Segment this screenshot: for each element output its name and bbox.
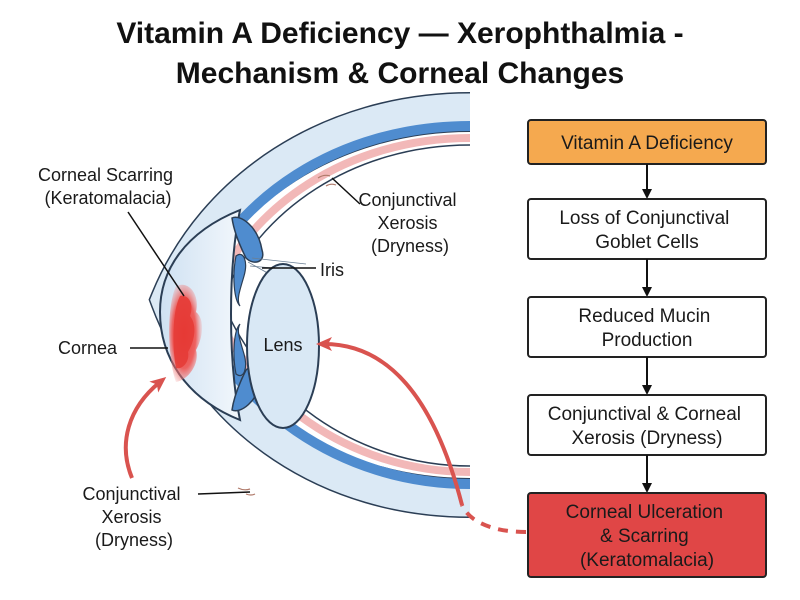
leader-corneal-scarring <box>127 211 185 297</box>
flow-step-5: Corneal Ulceration & Scarring (Keratomal… <box>527 492 767 578</box>
leader-conjunctival-xerosis-top <box>331 177 361 205</box>
label-conjunctival-xerosis-bottom: Conjunctival Xerosis (Dryness) <box>82 484 185 550</box>
ciliary-body-upper <box>233 253 247 307</box>
flow-step-4: Conjunctival & Corneal Xerosis (Dryness) <box>527 394 767 456</box>
flow-step-5-label: Corneal Ulceration & Scarring (Keratomal… <box>566 502 729 571</box>
flow-step-3-label: Reduced Mucin Production <box>578 306 715 351</box>
label-lens: Lens <box>263 335 302 355</box>
flow-step-5-box <box>527 492 767 578</box>
label-cornea: Cornea <box>58 338 118 358</box>
red-arrow-to-cornea <box>123 376 167 479</box>
ciliary-body-lower <box>233 323 247 377</box>
flow-step-4-label: Conjunctival & Corneal Xerosis (Dryness) <box>548 404 747 449</box>
flow-step-1: Vitamin A Deficiency <box>527 119 767 165</box>
flow-step-2: Loss of Conjunctival Goblet Cells <box>527 198 767 260</box>
label-conjunctival-xerosis-top: Conjunctival Xerosis (Dryness) <box>358 190 461 256</box>
leader-conjunctival-xerosis-bottom <box>197 491 251 495</box>
title-line-2: Mechanism & Corneal Changes <box>175 57 625 90</box>
flow-step-3: Reduced Mucin Production <box>527 296 767 358</box>
red-arrow-to-lens <box>316 337 464 506</box>
red-arrow-to-lens-dashed <box>460 504 527 534</box>
flow-step-2-label: Loss of Conjunctival Goblet Cells <box>559 208 734 253</box>
xerosis-marks <box>237 174 337 496</box>
title-line-1: Vitamin A Deficiency — Xerophthalmia - <box>116 17 684 50</box>
label-corneal-scarring: Corneal Scarring (Keratomalacia) <box>38 165 178 208</box>
label-iris: Iris <box>320 260 344 280</box>
flow-step-1-label: Vitamin A Deficiency <box>561 133 733 154</box>
eye-cross-section <box>148 92 471 518</box>
corneal-scar-core <box>173 295 195 369</box>
pathway-flowchart: Vitamin A Deficiency Loss of Conjunctiva… <box>527 119 767 578</box>
iris-upper <box>231 216 264 263</box>
diagram-title: Vitamin A Deficiency — Xerophthalmia - M… <box>0 14 800 94</box>
